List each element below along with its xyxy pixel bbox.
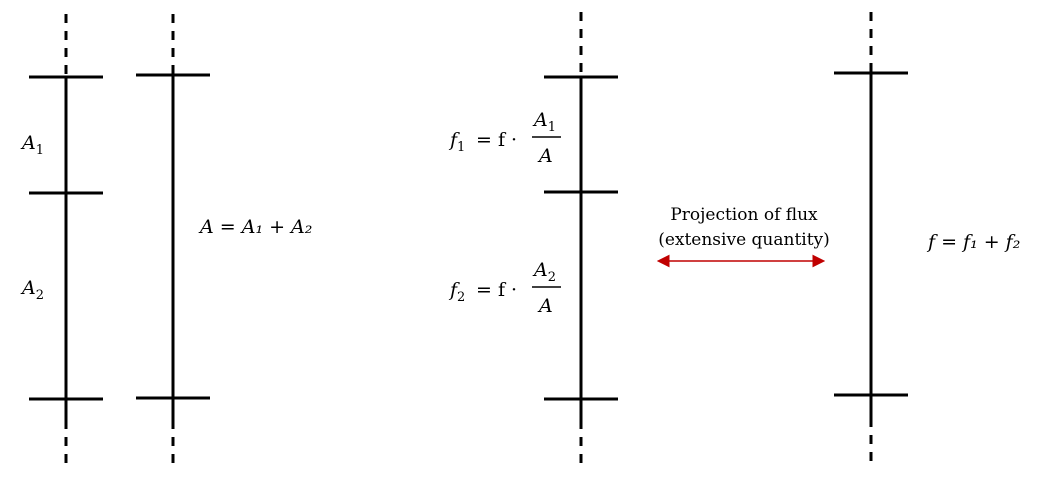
label-a2: A2 [20, 277, 44, 303]
equation-area-sum: A = A₁ + A₂ [198, 216, 312, 238]
equation-flux-sum: f = f₁ + f₂ [926, 231, 1020, 253]
equation-f2-lhs: f2 [448, 279, 465, 305]
column-f-total [834, 12, 908, 468]
equation-f2-numerator: A2 [532, 259, 556, 285]
equation-f2-denominator: A [537, 295, 553, 317]
column-a-total [136, 14, 210, 468]
equation-f1-mid: = f · [476, 129, 517, 151]
column-f-subdivided [544, 12, 618, 468]
label-a1: A1 [20, 132, 44, 158]
equation-f1: f1 = f · A1 A [448, 109, 561, 167]
equation-f1-denominator: A [537, 145, 553, 167]
projection-label-line2: (extensive quantity) [658, 230, 830, 250]
projection-label-line1: Projection of flux [670, 205, 818, 225]
equation-f1-numerator: A1 [532, 109, 556, 135]
equation-f2-mid: = f · [476, 279, 517, 301]
equation-f2: f2 = f · A2 A [448, 259, 561, 317]
equation-f1-lhs: f1 [448, 129, 465, 155]
column-a-subdivided [29, 14, 103, 468]
